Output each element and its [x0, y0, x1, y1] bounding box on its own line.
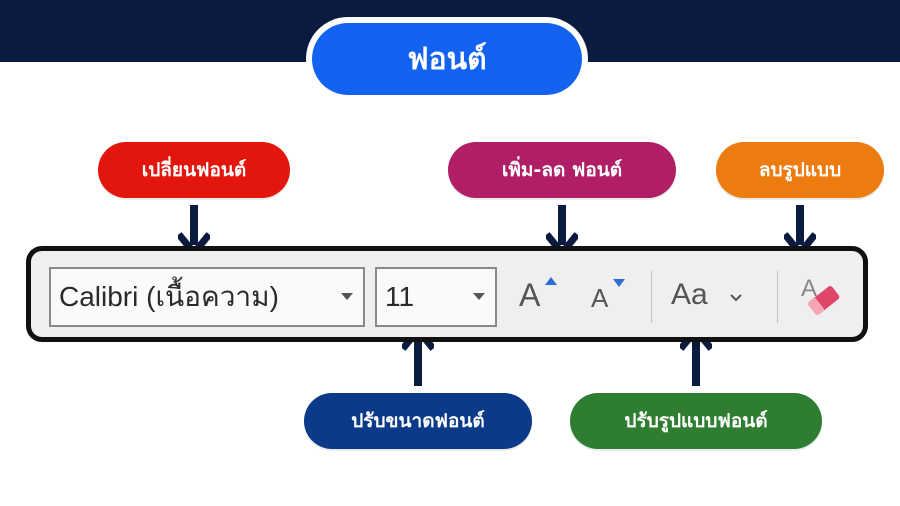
change-case-icon: Aa: [671, 278, 708, 311]
font-name-combobox[interactable]: Calibri (เนื้อความ): [49, 267, 365, 327]
label-font-size: ปรับขนาดฟอนต์: [304, 393, 532, 449]
chevron-down-icon: [730, 294, 742, 302]
label-change-font: เปลี่ยนฟอนต์: [98, 142, 290, 198]
triangle-down-icon: [613, 279, 625, 287]
label-grow-shrink-font: เพิ่ม-ลด ฟอนต์: [448, 142, 676, 198]
clear-format-letter: A: [801, 275, 818, 302]
font-size-value: 11: [385, 281, 415, 312]
change-case-button[interactable]: Aa: [667, 271, 755, 321]
page-title: ฟอนต์: [312, 23, 582, 95]
label-clear-formatting: ลบรูปแบบ: [716, 142, 884, 198]
chevron-down-icon[interactable]: [341, 293, 353, 300]
font-name-value: Calibri (เนื้อความ): [59, 281, 279, 312]
label-change-case: ปรับรูปแบบฟอนต์: [570, 393, 822, 449]
toolbar-separator: [651, 271, 652, 323]
title-pill: ฟอนต์: [306, 17, 588, 101]
chevron-down-icon[interactable]: [473, 293, 485, 300]
grow-font-button[interactable]: A: [515, 271, 561, 321]
eraser-icon: [807, 286, 840, 316]
triangle-up-icon: [545, 277, 557, 285]
font-size-combobox[interactable]: 11: [375, 267, 497, 327]
clear-formatting-button[interactable]: A: [795, 271, 845, 321]
shrink-font-icon: A: [591, 283, 609, 313]
toolbar-separator: [777, 271, 778, 323]
shrink-font-button[interactable]: A: [585, 271, 631, 321]
grow-font-icon: A: [519, 277, 541, 313]
font-toolbar: Calibri (เนื้อความ) 11 A A Aa A: [26, 246, 868, 342]
